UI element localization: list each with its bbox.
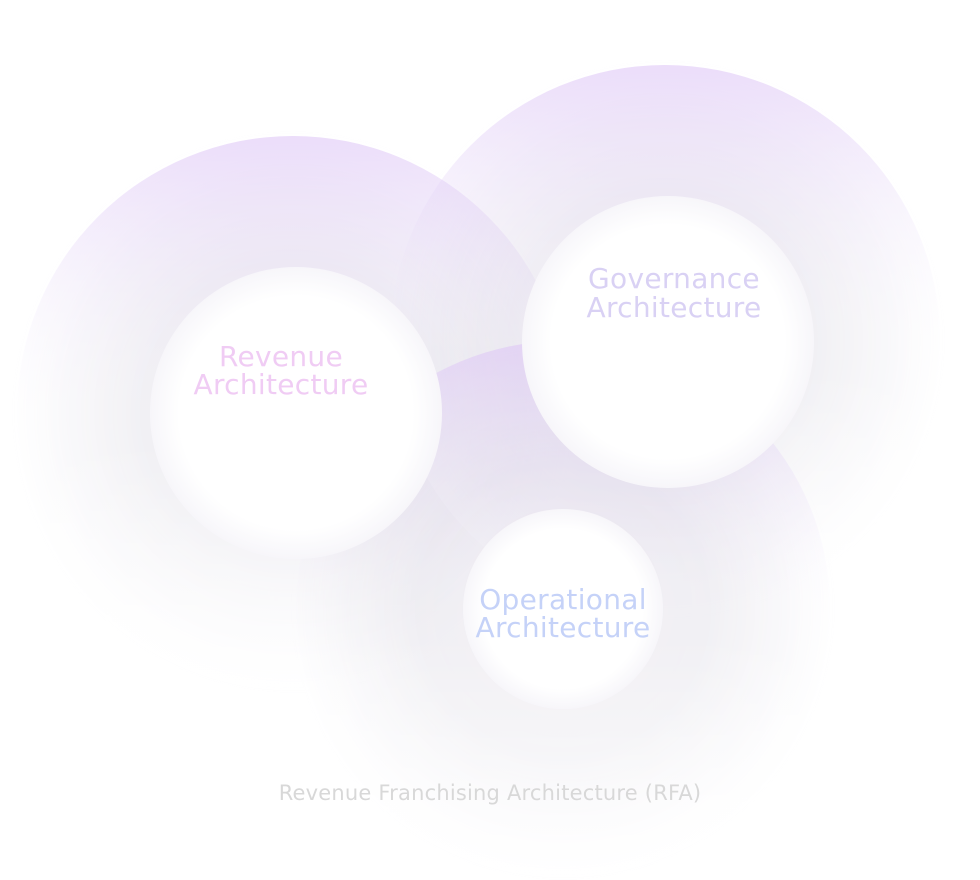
revenue-inner-disc (150, 267, 442, 559)
governance-label-line1: Governance (588, 262, 760, 295)
operational-label-line1: Operational (479, 583, 647, 616)
revenue-label-line2: Architecture (193, 368, 368, 401)
operational-label-line2: Architecture (475, 611, 650, 644)
operational-inner-disc (463, 509, 663, 709)
governance-inner-disc (522, 196, 814, 488)
rfa-caption: Revenue Franchising Architecture (RFA) (279, 781, 702, 805)
revenue-label-line1: Revenue (219, 340, 343, 373)
governance-label-line2: Architecture (586, 291, 761, 324)
